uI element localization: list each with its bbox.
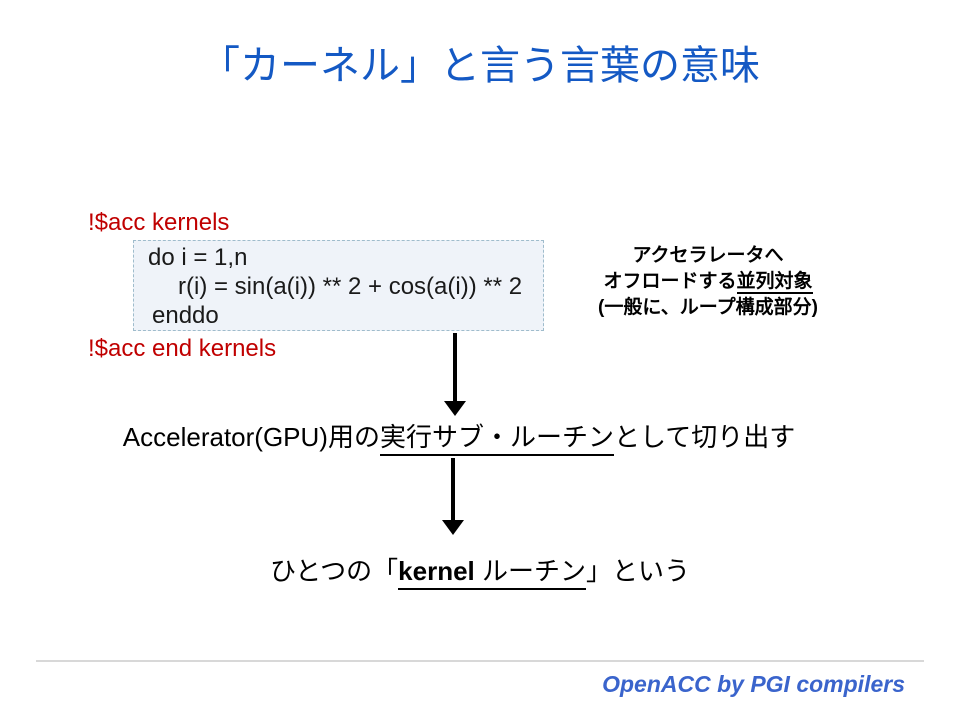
kernel-code-box: do i = 1,n r(i) = sin(a(i)) ** 2 + cos(a…	[133, 240, 544, 331]
down-arrow-2	[442, 458, 464, 536]
arrow-head-icon	[442, 520, 464, 535]
step2-routine-term: ルーチン	[481, 556, 586, 590]
arrow-head-icon	[444, 401, 466, 416]
arrow-shaft	[453, 333, 457, 403]
step1-text: Accelerator(GPU)用の実行サブ・ルーチンとして切り出す	[0, 417, 918, 456]
accelerator-offload-annotation: アクセラレータへ オフロードする並列対象 (一般に、ループ構成部分)	[578, 243, 838, 321]
slide-title: 「カーネル」と言う言葉の意味	[200, 44, 760, 88]
code-line-body: r(i) = sin(a(i)) ** 2 + cos(a(i)) ** 2	[178, 273, 523, 300]
down-arrow-1	[444, 333, 466, 416]
footer-divider	[36, 660, 924, 662]
code-line-enddo: enddo	[152, 302, 219, 329]
footer-credit: OpenACC by PGI compilers	[602, 671, 905, 697]
acc-kernels-directive: !$acc kernels	[88, 209, 230, 236]
annotation-line-3: (一般に、ループ構成部分)	[598, 297, 818, 318]
annotation-line-2: オフロードする並列対象	[603, 271, 813, 294]
step2-kernel-term: kernel	[398, 556, 482, 590]
acc-end-kernels-directive: !$acc end kernels	[88, 335, 277, 362]
annotation-line-1: アクセラレータへ	[632, 245, 784, 266]
code-line-do: do i = 1,n	[148, 244, 248, 271]
step2-text: ひとつの「kernel ルーチン」という	[0, 551, 960, 590]
arrow-shaft	[451, 458, 455, 522]
step1-underlined-term: 実行サブ・ルーチン	[379, 422, 614, 456]
annotation-underlined-term: 並列対象	[736, 271, 813, 294]
